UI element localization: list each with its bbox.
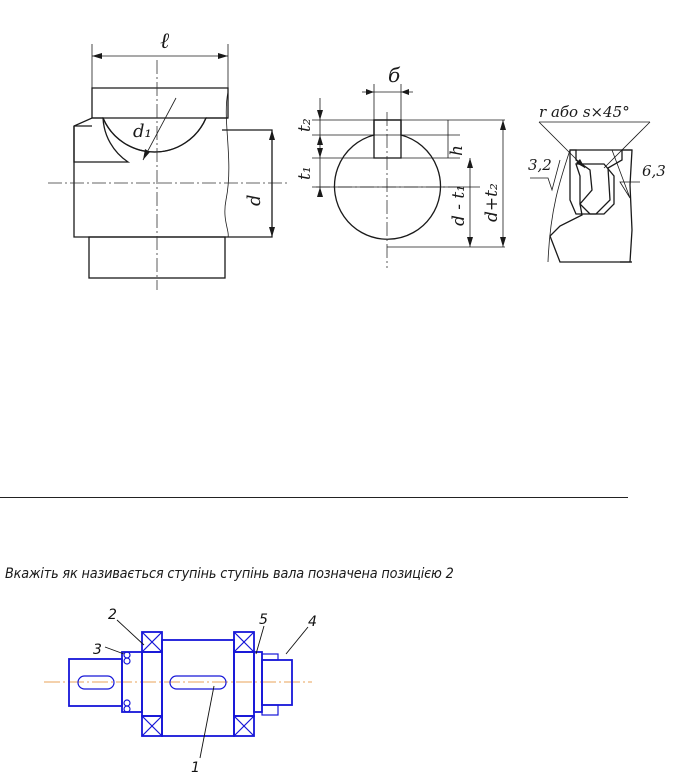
question-text: Вкажіть як називається ступінь ступінь в… [5,566,454,582]
chamfer-label: r або s×45° [539,103,630,121]
roughness-3-2-label: 3,2 [528,156,552,174]
bearing-collar-left [141,651,163,717]
seal-top-2 [123,657,131,665]
shaft-key-view: ℓ d₁ d [48,29,290,290]
dim-t1-label: t₁ [295,166,315,180]
dim-d-plus-t2-label: d+t₂ [482,183,502,222]
dim-d-label: d [244,194,265,206]
dim-h-label: h [447,145,467,156]
section-divider [0,497,628,498]
keyway-detail-view: r або s×45° 3,2 6,3 [528,103,666,263]
keyway-pocket [575,163,615,215]
left-keyway [77,675,115,690]
main-keyway [169,675,227,690]
position-3-label: 3 [93,642,102,658]
shaft-section-view: б t₂ t₁ h d - t₁ d+t₂ [295,63,506,268]
bearing-right-bottom [233,715,255,737]
position-2-label: 2 [108,607,117,623]
position-5-label: 5 [259,612,268,628]
seal-bottom-2 [123,705,131,713]
hub-top-section [91,87,229,153]
bearing-left-bottom [141,715,163,737]
position-4-label: 4 [308,614,317,630]
dim-d1-label: d₁ [133,121,152,142]
keyway [373,119,402,159]
hub-detail-section [549,149,633,263]
dim-d-minus-t1-label: d - t₁ [449,185,469,226]
sleeve-bottom [261,704,279,716]
shaft-assembly-drawing: 2 3 5 4 1 [44,607,317,776]
roughness-6-3-label: 6,3 [642,162,666,180]
dim-l-label: ℓ [160,29,170,54]
shaft-section [333,119,442,240]
hub-left-section [73,117,131,163]
segment-key [102,117,207,153]
dim-t2-label: t₂ [295,118,315,132]
bearing-collar-right [233,651,255,717]
seal-top-1 [123,651,131,659]
sleeve-top [261,653,279,661]
position-1-label: 1 [191,760,200,776]
dim-b-label: б [388,63,401,87]
shaft-body [73,126,273,238]
bearing-right-top [233,631,255,653]
bearing-left-top [141,631,163,653]
seal-bottom-1 [123,699,131,707]
